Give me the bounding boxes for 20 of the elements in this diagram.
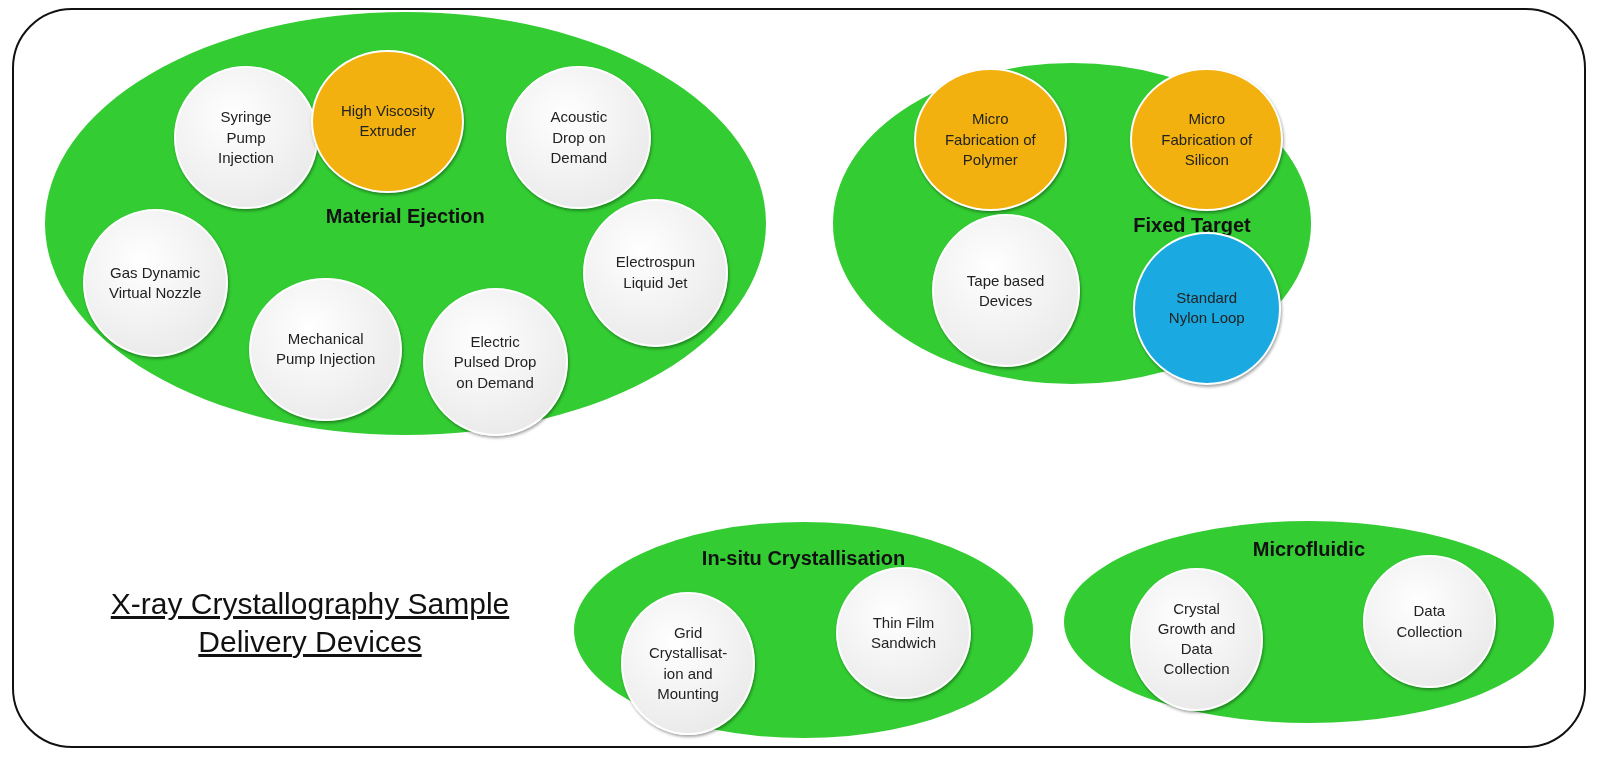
device-label: Acoustic Drop on Demand	[549, 107, 609, 168]
group-heading: Fixed Target	[1132, 213, 1252, 237]
device-label: Micro Fabrication of Polymer	[943, 109, 1037, 170]
device-label: Thin Film Sandwich	[870, 612, 938, 653]
device-label: Micro Fabrication of Silicon	[1160, 109, 1254, 170]
device-label: Tape based Devices	[965, 270, 1046, 311]
device-label: Standard Nylon Loop	[1167, 288, 1246, 329]
group-heading: In-situ Crystallisation	[700, 547, 907, 571]
diagram-title: X-ray Crystallography Sample Delivery Devices	[109, 586, 511, 660]
group-heading: Microfluidic	[1251, 537, 1366, 561]
device-label: Gas Dynamic Virtual Nozzle	[108, 262, 203, 303]
device-label: Crystal Growth and Data Collection	[1156, 598, 1237, 680]
device-label: Syringe Pump Injection	[217, 107, 275, 168]
group-heading: Material Ejection	[324, 205, 486, 229]
device-label: Electrospun Liquid Jet	[614, 252, 697, 293]
device-label: Electric Pulsed Drop on Demand	[452, 332, 538, 393]
device-label: Data Collection	[1395, 601, 1464, 642]
device-label: Mechanical Pump Injection	[275, 328, 377, 370]
device-label: Grid Crystallisat-ion and Mounting	[647, 623, 729, 704]
device-label: High Viscosity Extruder	[339, 101, 436, 142]
